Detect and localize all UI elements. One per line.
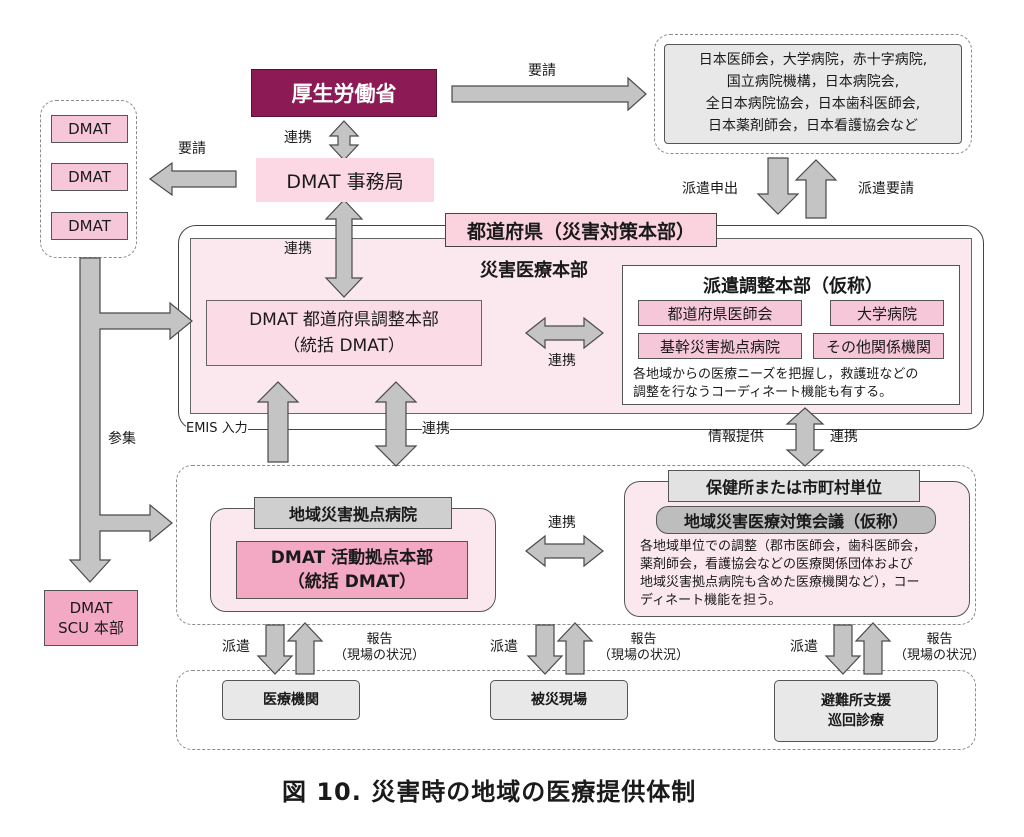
dmat-team-2: DMAT xyxy=(51,163,128,191)
coord-hq-sub: （統括 DMAT） xyxy=(283,336,405,356)
arrow-report-disaster xyxy=(556,622,594,675)
label-renkei-haken-health: 連携 xyxy=(830,429,858,445)
arrow-emis xyxy=(256,381,300,463)
organizations-group xyxy=(654,34,972,154)
site-medical-institution: 医療機関 xyxy=(222,680,360,720)
regional-council: 地域災害医療対策会議（仮称） xyxy=(656,506,936,534)
arrow-sanshu xyxy=(68,257,193,583)
label-report-3: 報告 （現場の状況） xyxy=(894,632,985,664)
arrow-activity-council xyxy=(525,534,604,568)
member-university-hospital: 大学病院 xyxy=(830,300,944,326)
site-disaster-scene: 被災現場 xyxy=(490,680,628,720)
member-base-disaster-hospital: 基幹災害拠点病院 xyxy=(638,333,802,359)
scu-line-2: SCU 本部 xyxy=(58,619,124,637)
arrow-coord-haken xyxy=(525,316,604,350)
report-2-sub: （現場の状況） xyxy=(598,648,690,663)
org-line-3: 全日本病院協会，日本歯科医師会, xyxy=(705,96,921,112)
council-note-line-3: 地域災害拠点病院も含めた医療機関など），コー xyxy=(640,575,920,590)
arrow-office-coord xyxy=(324,199,364,298)
organizations-box: 日本医師会，大学病院，赤十字病院, 国立病院機構，日本病院会, 全日本病院協会，… xyxy=(664,44,962,144)
label-renkei-office-coord: 連携 xyxy=(284,241,312,257)
label-report-1: 報告 （現場の状況） xyxy=(334,632,425,664)
haken-hq-title: 派遣調整本部（仮称） xyxy=(703,276,883,297)
shelter-line-2: 巡回診療 xyxy=(828,713,884,729)
arrow-dispatch-offer xyxy=(756,157,800,215)
label-dispatch-request: 派遣要請 xyxy=(858,181,914,197)
dmat-prefecture-coord-hq: DMAT 都道府県調整本部 （統括 DMAT） xyxy=(206,300,482,366)
dmat-office-box: DMAT 事務局 xyxy=(256,158,434,202)
member-prefecture-med-assoc: 都道府県医師会 xyxy=(638,300,802,326)
haken-note-line-2: 調整を行なうコーディネート機能も有する。 xyxy=(633,385,893,400)
activity-hq-name: DMAT 活動拠点本部 xyxy=(270,548,434,568)
report-1-sub: （現場の状況） xyxy=(334,648,426,663)
label-sanshu: 参集 xyxy=(108,431,136,447)
arrow-dispatch-shelter xyxy=(824,624,862,675)
arrow-request-orgs xyxy=(451,76,647,112)
label-dispatch-2: 派遣 xyxy=(490,639,518,655)
dmat-team-1: DMAT xyxy=(51,115,128,143)
haken-hq-box: 派遣調整本部（仮称） 都道府県医師会 大学病院 基幹災害拠点病院 その他関係機関… xyxy=(622,265,960,405)
arrow-haken-health xyxy=(785,407,825,467)
council-note: 各地域単位での調整（郡市医師会，歯科医師会， 薬剤師会，看護協会などの医療関係団… xyxy=(640,538,926,610)
label-request-top: 要請 xyxy=(528,63,556,79)
member-other-agencies: その他関係機関 xyxy=(813,333,944,359)
arrow-dispatch-disaster xyxy=(526,624,564,675)
label-dispatch-1: 派遣 xyxy=(222,639,250,655)
arrow-report-shelter xyxy=(854,622,892,675)
figure-caption: 図 10. 災害時の地域の医療提供体制 xyxy=(282,778,697,806)
arrow-dispatch-medical xyxy=(256,624,294,675)
council-note-line-2: 薬剤師会，看護協会などの医療関係団体および xyxy=(640,557,914,572)
org-line-2: 国立病院機構，日本病院会, xyxy=(726,74,900,90)
arrow-ministry-office xyxy=(328,120,360,161)
shelter-line-1: 避難所支援 xyxy=(821,693,891,709)
label-renkei-coord-activity: 連携 xyxy=(422,420,450,438)
haken-note: 各地域からの医療ニーズを把握し，救護班などの 調整を行なうコーディネート機能も有… xyxy=(633,366,918,402)
disaster-medical-hq-title: 災害医療本部 xyxy=(480,260,588,281)
arrow-report-medical xyxy=(286,622,324,675)
prefecture-title: 都道府県（災害対策本部） xyxy=(445,213,717,247)
dmat-team-3: DMAT xyxy=(51,212,128,240)
label-dispatch-offer: 派遣申出 xyxy=(682,181,738,197)
label-request-left: 要請 xyxy=(178,141,206,157)
arrow-dispatch-request xyxy=(794,159,838,219)
label-report-2: 報告 （現場の状況） xyxy=(598,632,689,664)
ministry-box: 厚生労働省 xyxy=(251,69,437,117)
arrow-request-dmat xyxy=(148,161,237,197)
regional-hospital-title: 地域災害拠点病院 xyxy=(254,497,452,529)
arrow-coord-activity xyxy=(374,381,418,467)
dmat-activity-hq: DMAT 活動拠点本部 （統括 DMAT） xyxy=(236,541,468,599)
label-renkei-activity-council: 連携 xyxy=(548,515,576,531)
coord-hq-name: DMAT 都道府県調整本部 xyxy=(249,310,439,330)
report-1-title: 報告 xyxy=(366,632,393,647)
label-emis: EMIS 入力 xyxy=(186,420,248,438)
report-3-title: 報告 xyxy=(926,632,953,647)
label-renkei-ministry-office: 連携 xyxy=(284,130,312,146)
health-center-box xyxy=(624,481,970,617)
report-2-title: 報告 xyxy=(630,632,657,647)
org-line-1: 日本医師会，大学病院，赤十字病院, xyxy=(698,52,928,68)
haken-note-line-1: 各地域からの医療ニーズを把握し，救護班などの xyxy=(633,367,919,382)
report-3-sub: （現場の状況） xyxy=(894,648,986,663)
site-shelter-support: 避難所支援 巡回診療 xyxy=(774,680,938,742)
council-note-line-1: 各地域単位での調整（郡市医師会，歯科医師会， xyxy=(640,539,927,554)
scu-line-1: DMAT xyxy=(69,599,113,617)
activity-hq-sub: （統括 DMAT） xyxy=(287,572,417,592)
label-dispatch-3: 派遣 xyxy=(790,639,818,655)
org-line-4: 日本薬剤師会，日本看護協会など xyxy=(708,118,918,134)
council-note-line-4: ディネート機能を担う。 xyxy=(640,593,782,608)
label-renkei-coord-haken: 連携 xyxy=(548,353,576,369)
label-info-provision: 情報提供 xyxy=(708,429,764,445)
health-center-title: 保健所または市町村単位 xyxy=(668,470,920,502)
dmat-scu-hq: DMAT SCU 本部 xyxy=(44,590,138,646)
